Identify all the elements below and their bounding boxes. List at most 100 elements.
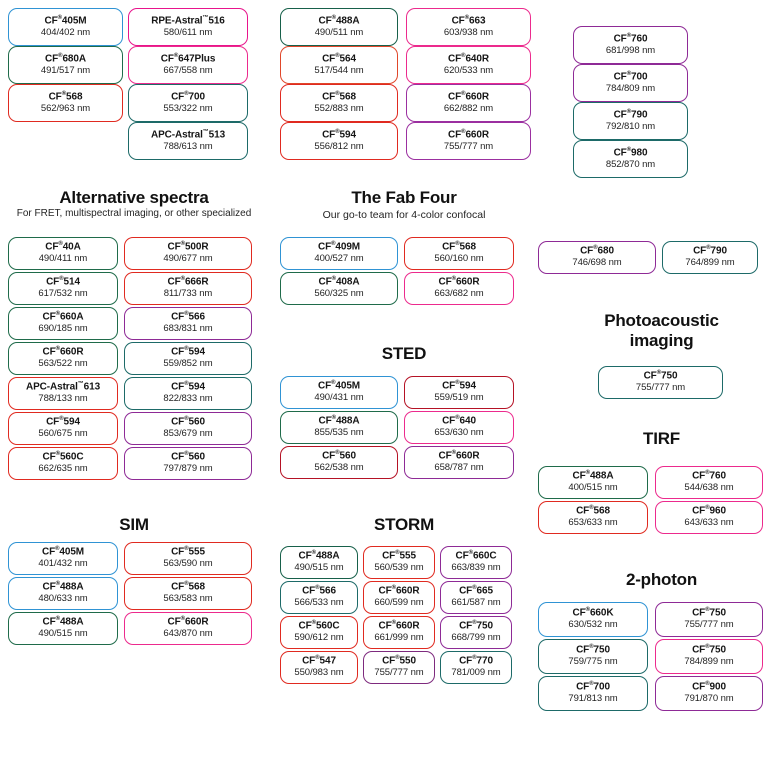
registered-mark-icon: ® — [55, 346, 60, 353]
registered-mark-icon: ® — [455, 415, 460, 422]
registered-mark-icon: ® — [705, 505, 710, 512]
dye-spectra: 630/532 nm — [568, 619, 618, 631]
dye-name: CF®647Plus — [160, 52, 216, 65]
dye-spectra: 811/733 nm — [163, 288, 213, 300]
dye-spectra: 759/775 nm — [568, 656, 618, 668]
dye-name: CF®760 — [613, 32, 648, 45]
dye-name: CF®594 — [171, 381, 205, 393]
registered-mark-icon: ® — [58, 52, 63, 59]
dye-name: CF®560C — [42, 451, 84, 463]
dye-spectra: 662/882 nm — [443, 102, 494, 114]
registered-mark-icon: ® — [184, 90, 189, 97]
registered-mark-icon: ® — [593, 245, 598, 252]
dye-spectra: 560/539 nm — [374, 562, 424, 574]
dye-name: CF®568 — [442, 241, 476, 253]
heading-sim: SIM — [119, 515, 149, 534]
dye-name: CF®547 — [302, 655, 336, 667]
registered-mark-icon: ® — [455, 241, 460, 248]
registered-mark-icon: ® — [55, 581, 60, 588]
dye-name: CF®700 — [576, 681, 610, 693]
registered-mark-icon: ® — [472, 620, 477, 627]
dye-spectra: 764/899 nm — [685, 257, 735, 269]
registered-mark-icon: ® — [626, 70, 632, 77]
dye-spectra: 661/999 nm — [374, 632, 424, 644]
registered-mark-icon: ® — [55, 546, 60, 553]
